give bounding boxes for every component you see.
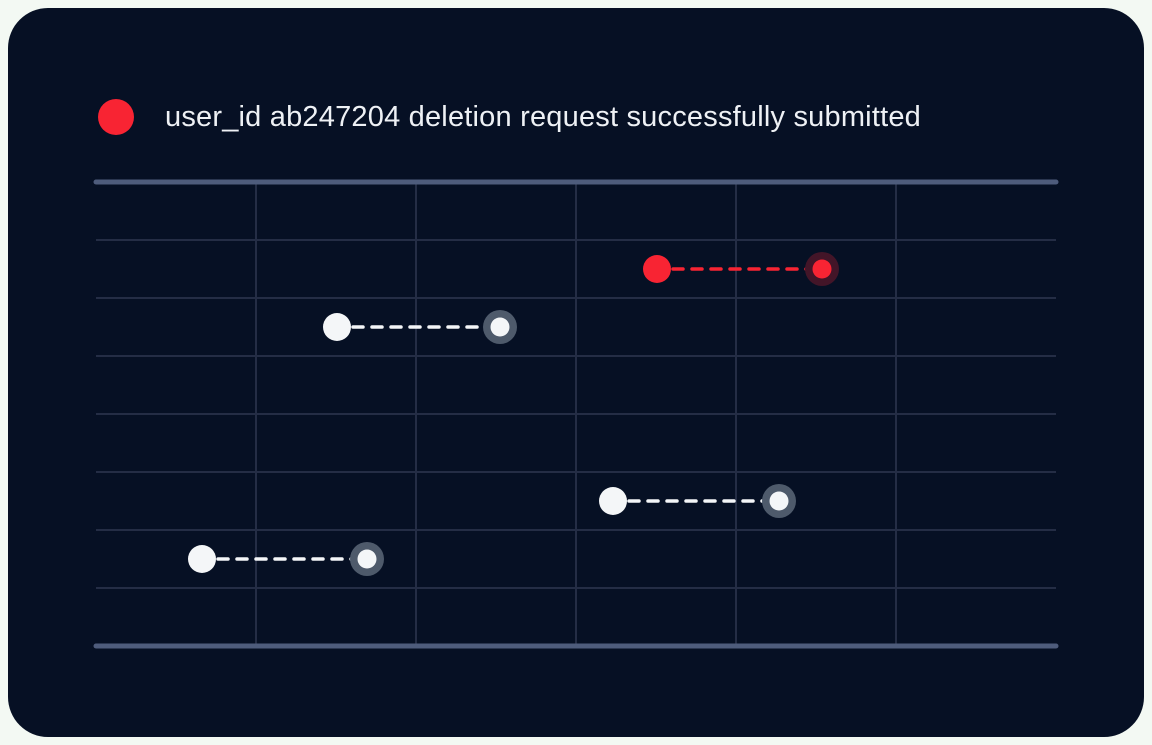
status-message: user_id ab247204 deletion request succes… (165, 101, 921, 133)
task-segment-2-start-dot (323, 313, 351, 341)
deletion-request-segment-start-dot (643, 255, 671, 283)
task-segment-4-end-dot (357, 549, 377, 569)
task-segment-3-start-dot (599, 487, 627, 515)
task-segment-3-end-dot (769, 491, 789, 511)
deletion-request-segment-end-dot (812, 259, 832, 279)
red-status-dot-icon (98, 99, 134, 135)
task-segment-2-end-dot (490, 317, 510, 337)
task-segment-4-start-dot (188, 545, 216, 573)
